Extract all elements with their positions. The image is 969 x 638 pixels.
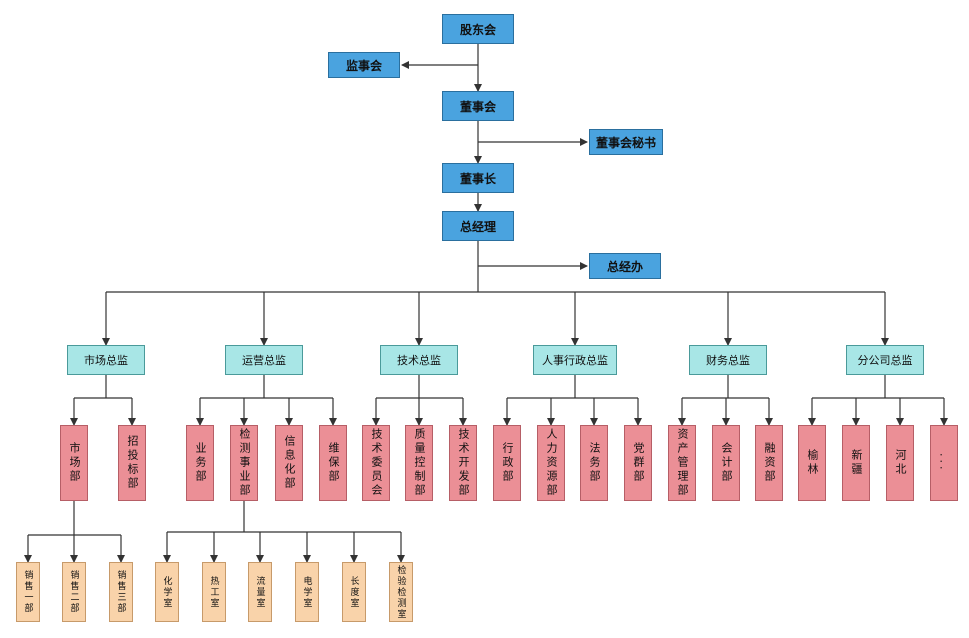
department-node: 业务部 — [186, 425, 214, 501]
director-node: 分公司总监 — [846, 345, 924, 375]
sub-unit-node: 销售三部 — [109, 562, 133, 622]
director-node: 技术总监 — [380, 345, 458, 375]
department-node: 会计部 — [712, 425, 740, 501]
shareholders-node: 股东会 — [442, 14, 514, 44]
sub-unit-node: 热工室 — [202, 562, 226, 622]
department-node: 检测事业部 — [230, 425, 258, 501]
sub-unit-node: 化学室 — [155, 562, 179, 622]
department-node: 河北 — [886, 425, 914, 501]
department-node: 榆林 — [798, 425, 826, 501]
director-node: 市场总监 — [67, 345, 145, 375]
department-node: 维保部 — [319, 425, 347, 501]
board-node: 董事会 — [442, 91, 514, 121]
director-node: 运营总监 — [225, 345, 303, 375]
department-node: 行政部 — [493, 425, 521, 501]
sub-unit-node: 销售二部 — [62, 562, 86, 622]
supervisors-node: 监事会 — [328, 52, 400, 78]
gm-office-node: 总经办 — [589, 253, 661, 279]
department-node: 招投标部 — [118, 425, 146, 501]
chairman-node: 董事长 — [442, 163, 514, 193]
general-manager-node: 总经理 — [442, 211, 514, 241]
director-node: 人事行政总监 — [533, 345, 617, 375]
department-node: 市场部 — [60, 425, 88, 501]
department-node: 法务部 — [580, 425, 608, 501]
sub-unit-node: 销售一部 — [16, 562, 40, 622]
department-node: ... — [930, 425, 958, 501]
sub-unit-node: 长度室 — [342, 562, 366, 622]
department-node: 新疆 — [842, 425, 870, 501]
board-secretary-node: 董事会秘书 — [589, 129, 663, 155]
department-node: 人力资源部 — [537, 425, 565, 501]
director-node: 财务总监 — [689, 345, 767, 375]
department-node: 技术开发部 — [449, 425, 477, 501]
department-node: 质量控制部 — [405, 425, 433, 501]
sub-unit-node: 流量室 — [248, 562, 272, 622]
department-node: 党群部 — [624, 425, 652, 501]
department-node: 信息化部 — [275, 425, 303, 501]
department-node: 资产管理部 — [668, 425, 696, 501]
sub-unit-node: 检验检测室 — [389, 562, 413, 622]
department-node: 技术委员会 — [362, 425, 390, 501]
sub-unit-node: 电学室 — [295, 562, 319, 622]
department-node: 融资部 — [755, 425, 783, 501]
